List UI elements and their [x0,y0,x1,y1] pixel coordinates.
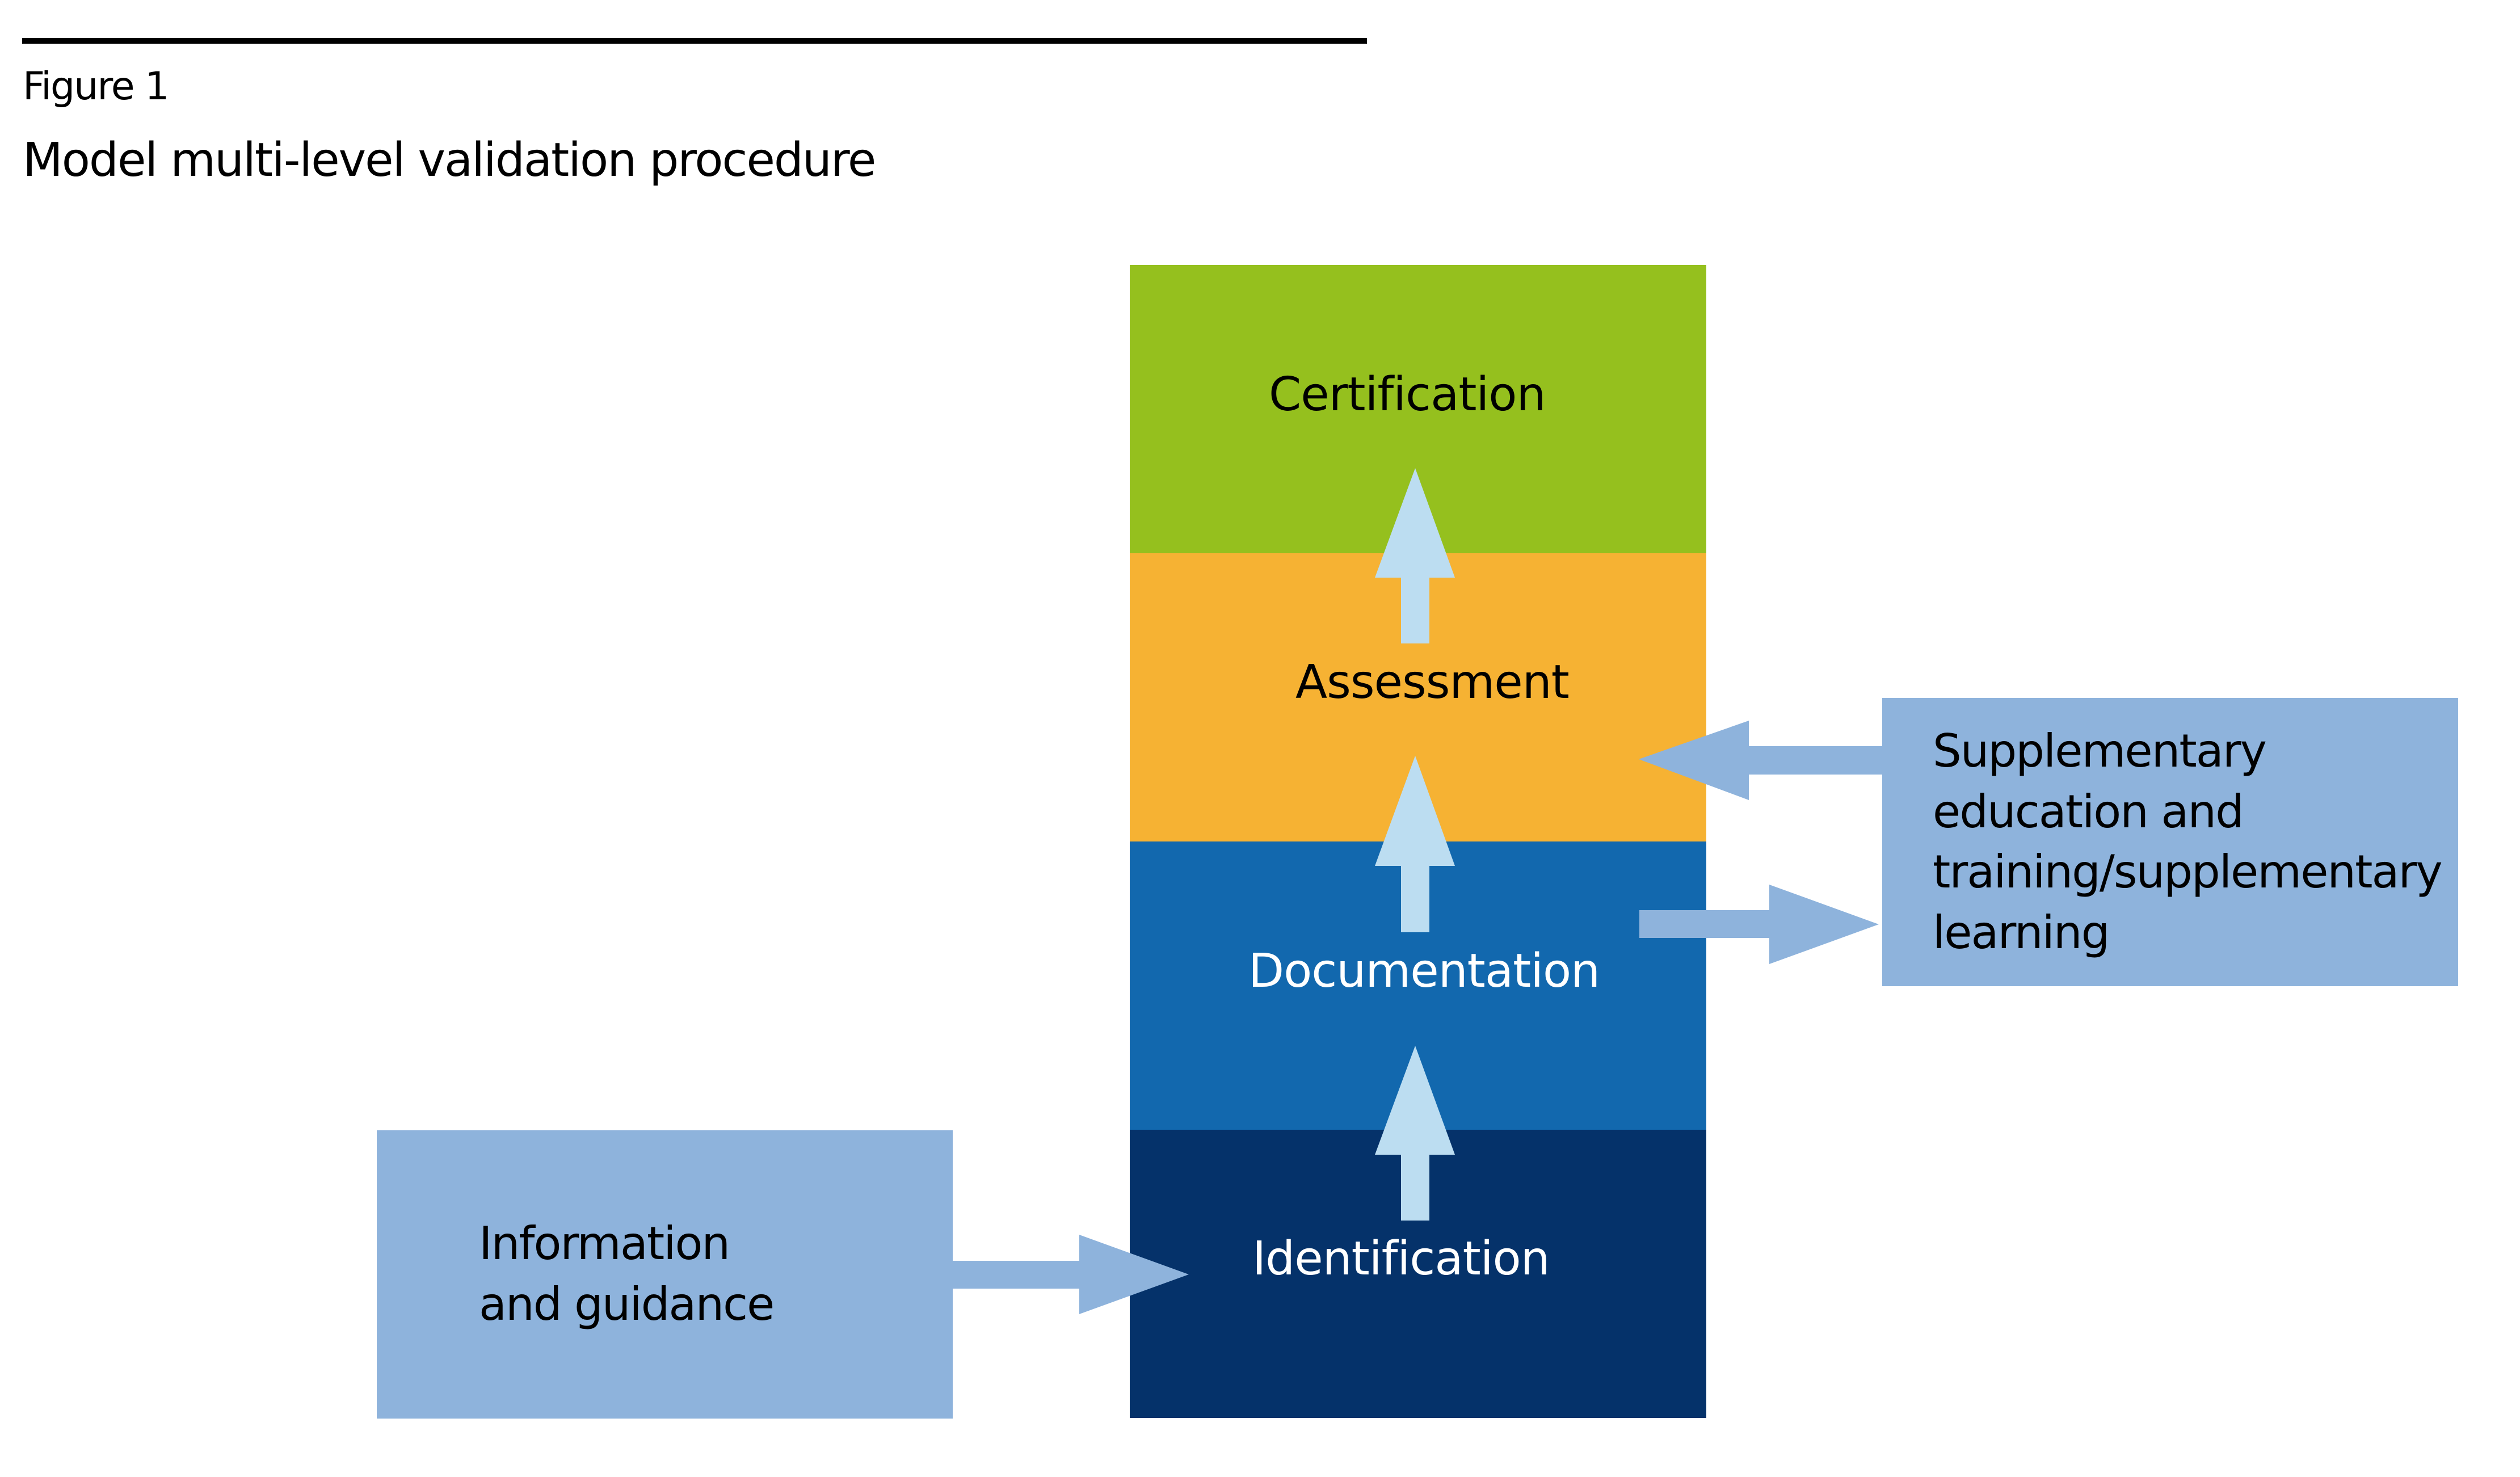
layer-label-assessment: Assessment [1295,655,1570,709]
layer-certification: Certification [1130,265,1706,553]
information-guidance-line-2: and guidance [479,1278,775,1331]
supplementary-line-1: Supplementary [1933,725,2267,777]
layer-label-certification: Certification [1269,368,1546,422]
figure-label: Figure 1 [23,64,169,109]
information-guidance-box: Information and guidance [377,1130,953,1419]
layer-identification: Identification [1130,1130,1706,1418]
layer-label-identification: Identification [1252,1232,1550,1286]
information-guidance-line-1: Information [479,1217,730,1270]
supplementary-learning-box: Supplementary education and training/sup… [1882,698,2458,986]
layer-assessment: Assessment [1130,553,1706,841]
supplementary-line-3: training/supplementary [1933,845,2443,898]
layer-label-documentation: Documentation [1248,944,1600,998]
supplementary-line-2: education and [1933,785,2244,838]
supplementary-line-4: learning [1933,906,2110,959]
layer-documentation: Documentation [1130,841,1706,1130]
header-rule [22,38,1367,44]
figure-title: Model multi-level validation procedure [23,133,876,187]
